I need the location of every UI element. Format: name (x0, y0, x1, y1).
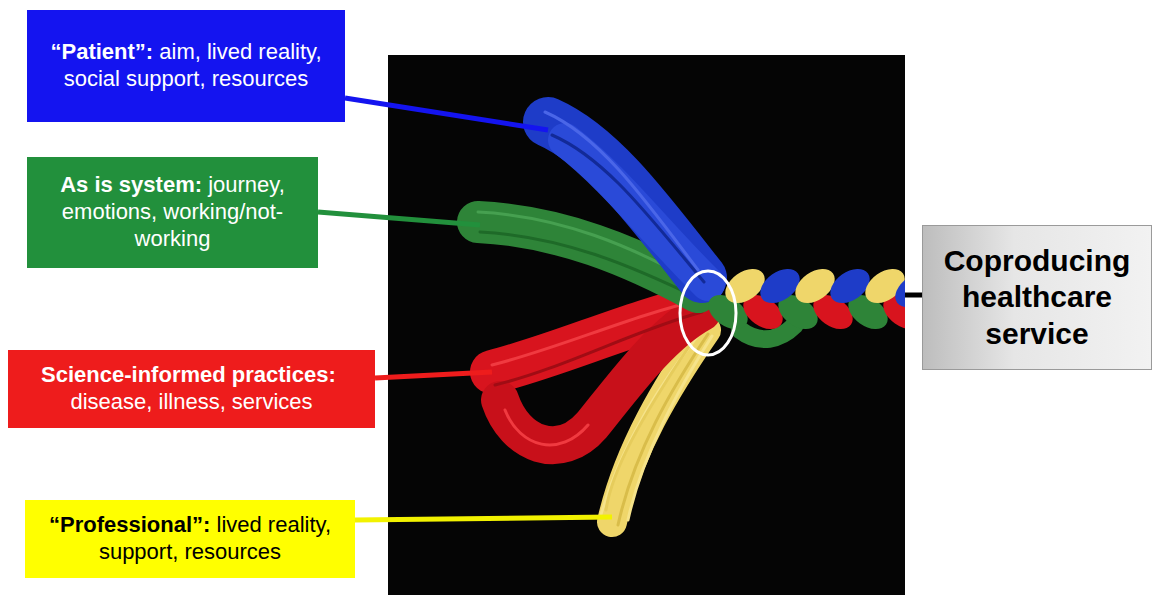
outcome-box: Coproducing healthcare service (922, 225, 1152, 370)
label-box: “Patient”:aim, lived reality, social sup… (27, 10, 345, 122)
leader-line (318, 212, 480, 225)
label-heading: “Professional”: (49, 512, 210, 537)
outcome-label: Coproducing healthcare service (944, 244, 1131, 350)
label-box: As is system:journey, emotions, working/… (27, 157, 318, 268)
label-heading: “Patient”: (50, 39, 153, 64)
text-block: “Patient”:aim, lived reality, social sup… (37, 39, 335, 93)
label-heading: As is system: (60, 172, 202, 197)
red-strand (492, 300, 702, 445)
label-heading: Science-informed practices: (41, 362, 336, 387)
photo-ground (388, 55, 905, 595)
text-block: Science-informed practices:disease, illn… (18, 362, 365, 416)
label-text: disease, illness, services (70, 389, 312, 414)
yarn-braid (478, 112, 905, 525)
braid (702, 262, 905, 336)
blue-strand (545, 112, 708, 284)
text-block: As is system:journey, emotions, working/… (37, 172, 308, 252)
leader-line (345, 98, 548, 130)
text-block: Coproducing healthcare service (935, 243, 1139, 353)
highlight-ellipse (680, 271, 736, 355)
leader-line (355, 517, 612, 520)
label-box: “Professional”:lived reality, support, r… (25, 500, 355, 578)
label-box: Science-informed practices:disease, illn… (8, 350, 375, 428)
text-block: “Professional”:lived reality, support, r… (35, 512, 345, 566)
leader-line (375, 372, 492, 378)
leader-lines (318, 98, 930, 520)
